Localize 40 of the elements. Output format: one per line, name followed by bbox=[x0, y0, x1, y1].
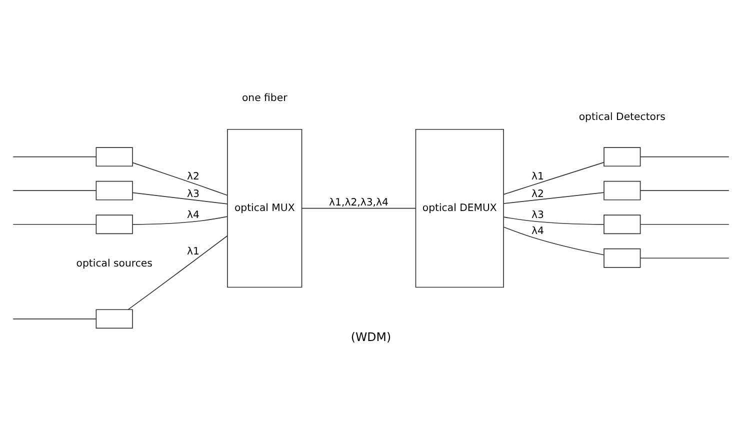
node-box bbox=[96, 146, 133, 166]
edge-label: λ3 bbox=[187, 188, 200, 200]
node-box bbox=[604, 248, 641, 268]
connector bbox=[503, 162, 604, 194]
node-box bbox=[96, 214, 133, 234]
connector bbox=[12, 318, 96, 319]
connector bbox=[503, 216, 604, 224]
edge-label: λ2 bbox=[532, 188, 544, 200]
edge-label: λ4 bbox=[187, 210, 200, 221]
connector bbox=[301, 207, 416, 208]
connector bbox=[128, 234, 228, 310]
caption: (WDM) bbox=[350, 330, 392, 344]
node-box: optical MUX bbox=[227, 128, 302, 288]
connector bbox=[132, 162, 228, 196]
connector bbox=[640, 257, 730, 258]
connector bbox=[12, 190, 96, 191]
node-box bbox=[96, 308, 133, 328]
connector bbox=[503, 226, 604, 255]
edge-label: λ1 bbox=[187, 246, 200, 257]
connector bbox=[12, 156, 96, 157]
edge-label: λ3 bbox=[532, 210, 544, 221]
connector bbox=[132, 216, 228, 224]
edge-label: λ4 bbox=[532, 226, 544, 237]
connector bbox=[640, 190, 730, 191]
connector bbox=[640, 223, 730, 224]
connector bbox=[503, 192, 604, 204]
node-box bbox=[604, 180, 641, 200]
label: optical sources bbox=[76, 258, 152, 270]
connector bbox=[640, 156, 730, 157]
node-box bbox=[604, 146, 641, 166]
edge-label: λ1,λ2,λ3,λ4 bbox=[329, 196, 388, 208]
label: one fiber bbox=[242, 92, 288, 104]
connector bbox=[132, 192, 228, 204]
node-box: optical DEMUX bbox=[415, 128, 504, 288]
node-box bbox=[604, 214, 641, 234]
node-box bbox=[96, 180, 133, 200]
edge-label: λ1 bbox=[532, 170, 544, 182]
connector bbox=[12, 223, 96, 224]
edge-label: λ2 bbox=[187, 170, 200, 182]
label: optical Detectors bbox=[578, 111, 666, 122]
